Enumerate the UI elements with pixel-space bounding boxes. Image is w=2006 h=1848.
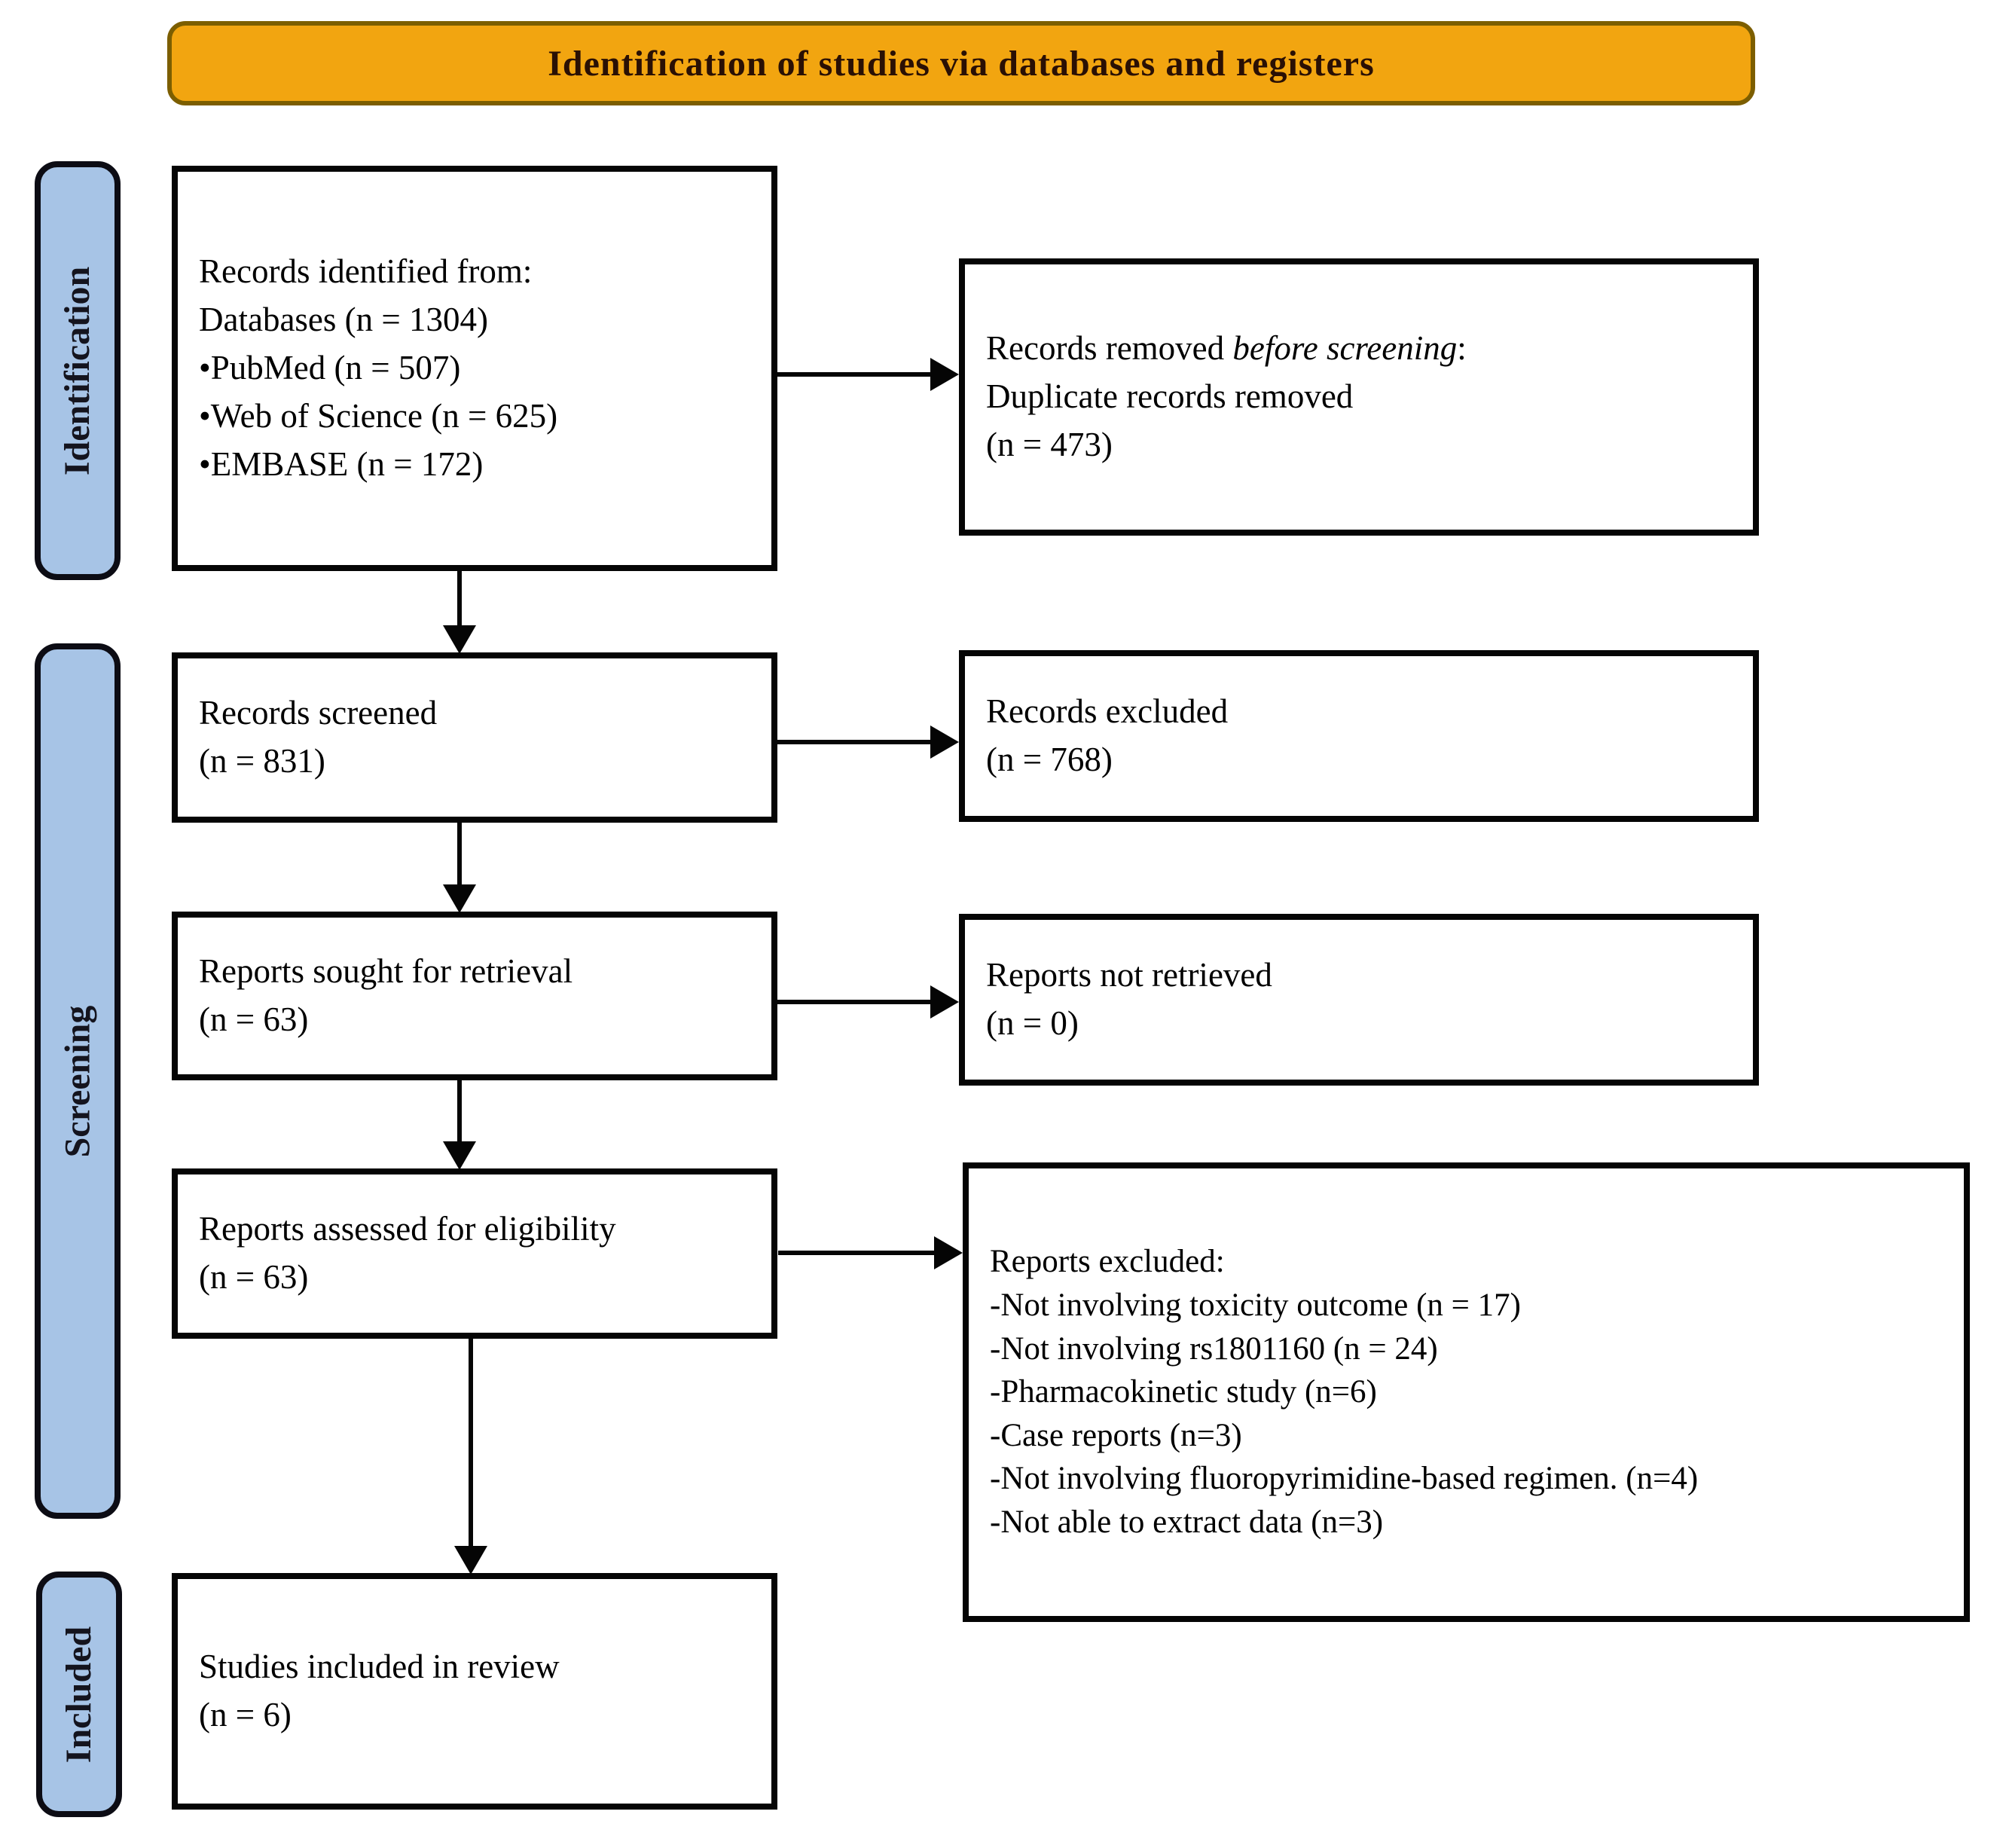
records-identified-line: •EMBASE (n = 172) [199,444,484,483]
records-identified-line: Records identified from: [199,252,533,291]
stage-label-included-text: Included [59,1626,99,1763]
arrow-identified-to-removed-head [930,358,959,391]
arrow-screened-to-sought-line [457,822,462,887]
reports-excluded-item: -Not involving rs1801160 (n = 24) [990,1330,1438,1367]
reports-excluded-item: -Pharmacokinetic study (n=6) [990,1374,1377,1410]
studies-included-count: (n = 6) [199,1696,292,1733]
reports-excluded-item: -Not involving toxicity outcome (n = 17) [990,1287,1521,1323]
reports-assessed-line: Reports assessed for eligibility [199,1210,616,1248]
stage-label-screening: Screening [35,643,121,1519]
reports-excluded-item: -Case reports (n=3) [990,1417,1242,1453]
records-screened-count: (n = 831) [199,742,325,780]
arrow-sought-to-notretrieved-head [930,985,959,1019]
records-identified-line: Databases (n = 1304) [199,301,489,339]
arrow-assessed-to-reportsexcluded-head [934,1236,963,1269]
arrow-identified-to-screened-head [443,625,476,654]
records-screened-line: Records screened [199,694,438,732]
records-identified-box: Records identified from: Databases (n = … [172,166,777,571]
reports-excluded-box: Reports excluded: -Not involving toxicit… [963,1162,1970,1622]
reports-excluded-title: Reports excluded: [990,1244,1225,1280]
banner: Identification of studies via databases … [167,21,1755,105]
records-excluded-line: Records excluded [986,692,1229,731]
reports-not-retrieved-count: (n = 0) [986,1004,1079,1042]
reports-excluded-item: -Not involving fluoropyrimidine-based re… [990,1461,1699,1497]
records-removed-line1: Records removed before screening: [986,325,1467,373]
arrow-identified-to-removed-line [776,372,934,377]
arrow-sought-to-assessed-head [443,1141,476,1170]
records-identified-line: •Web of Science (n = 625) [199,396,558,435]
records-removed-italic: before screening [1232,329,1458,368]
arrow-identified-to-screened-line [457,570,462,628]
reports-assessed-count: (n = 63) [199,1258,309,1296]
arrow-screened-to-sought-head [443,884,476,913]
arrow-assessed-to-included-head [454,1546,487,1575]
studies-included-box: Studies included in review (n = 6) [172,1573,777,1810]
banner-title: Identification of studies via databases … [548,43,1375,84]
records-screened-box: Records screened (n = 831) [172,652,777,823]
stage-label-identification: Identification [35,161,121,580]
stage-label-screening-text: Screening [57,1005,98,1157]
records-removed-count: (n = 473) [986,425,1113,463]
arrow-screened-to-excluded-head [930,725,959,759]
reports-not-retrieved-box: Reports not retrieved (n = 0) [959,914,1759,1086]
reports-sought-line: Reports sought for retrieval [199,952,573,991]
arrow-sought-to-notretrieved-line [776,1000,934,1004]
records-removed-line2: Duplicate records removed [986,377,1354,416]
stage-label-identification-text: Identification [57,266,98,475]
records-removed-prefix: Records removed [986,329,1233,368]
stage-label-included: Included [36,1572,122,1817]
reports-not-retrieved-line: Reports not retrieved [986,956,1272,994]
records-excluded-box: Records excluded (n = 768) [959,650,1759,822]
reports-sought-count: (n = 63) [199,1000,309,1038]
arrow-sought-to-assessed-line [457,1080,462,1144]
reports-sought-box: Reports sought for retrieval (n = 63) [172,912,777,1080]
reports-excluded-item: -Not able to extract data (n=3) [990,1504,1384,1541]
records-excluded-count: (n = 768) [986,741,1113,778]
records-identified-line: •PubMed (n = 507) [199,349,461,387]
reports-assessed-box: Reports assessed for eligibility (n = 63… [172,1168,777,1339]
records-removed-suffix: : [1457,329,1467,368]
arrow-assessed-to-included-line [469,1338,473,1547]
records-removed-box: Records removed before screening: Duplic… [959,258,1759,536]
arrow-screened-to-excluded-line [776,740,934,744]
studies-included-line: Studies included in review [199,1648,560,1686]
arrow-assessed-to-reportsexcluded-line [778,1251,938,1255]
